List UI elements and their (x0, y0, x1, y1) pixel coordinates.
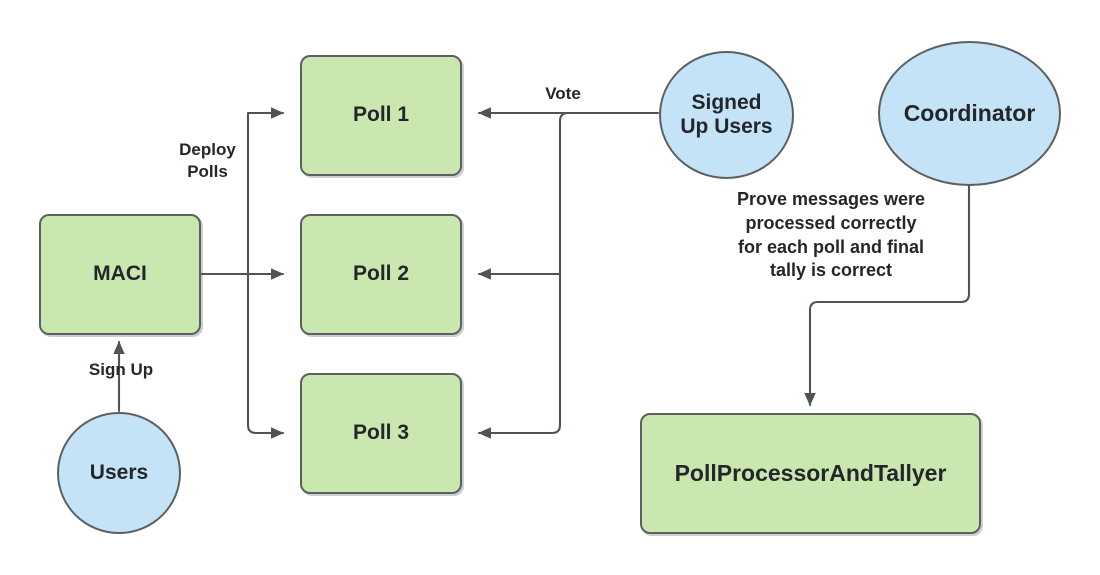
node-coordinator[interactable]: Coordinator (878, 41, 1061, 186)
node-poll-1[interactable]: Poll 1 (300, 55, 462, 176)
node-users[interactable]: Users (57, 412, 181, 534)
edge-deploy-trunk (246, 107, 285, 123)
node-maci-label: MACI (93, 262, 147, 286)
node-poll-1-label: Poll 1 (352, 103, 410, 127)
node-coordinator-label: Coordinator (903, 100, 1036, 127)
edge-label-vote: Vote (545, 84, 581, 103)
edge-label-prove-messages: Prove messages were processed correctly … (736, 189, 926, 281)
node-poll-3[interactable]: Poll 3 (300, 373, 462, 494)
node-poll-2-label: Poll 2 (352, 262, 410, 286)
node-poll-2[interactable]: Poll 2 (300, 214, 462, 335)
node-signed-up-users[interactable]: Signed Up Users (659, 51, 794, 179)
edge-vote-to-poll3 (477, 423, 562, 439)
node-poll-processor-and-tallyer-label: PollProcessorAndTallyer (674, 460, 947, 487)
node-users-label: Users (89, 460, 149, 484)
edge-label-sign-up: Sign Up (88, 360, 154, 379)
edge-coord-to-ppt (804, 184, 971, 407)
node-maci[interactable]: MACI (39, 214, 201, 335)
edge-vote-trunk (558, 111, 570, 427)
node-poll-processor-and-tallyer[interactable]: PollProcessorAndTallyer (640, 413, 981, 534)
edge-label-deploy-polls: Deploy Polls (179, 140, 236, 182)
node-signed-up-users-label: Signed Up Users (680, 90, 773, 138)
node-poll-3-label: Poll 3 (352, 421, 410, 445)
edge-deploy-to-poll3 (246, 423, 285, 439)
